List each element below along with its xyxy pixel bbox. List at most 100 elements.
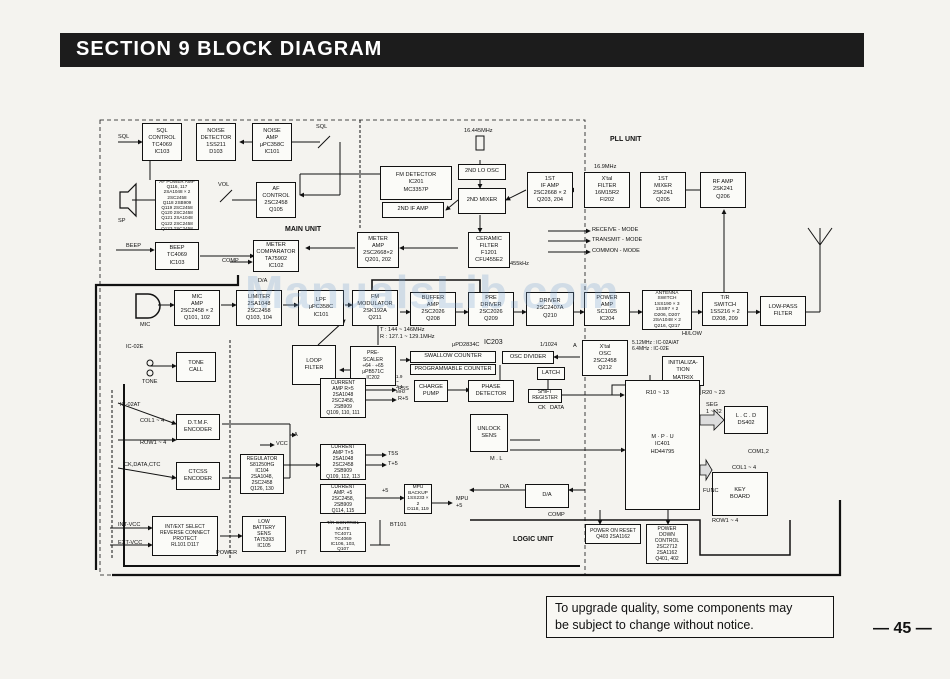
- da-label: D/A: [258, 278, 268, 284]
- freq-455-label: 455kHz: [510, 261, 529, 267]
- ext-vcc-label: EXT-VCC: [118, 540, 143, 546]
- section-title: SECTION 9 BLOCK DIAGRAM: [76, 38, 383, 60]
- beep-label: BEEP: [126, 243, 141, 249]
- sql-pot-label: SQL: [316, 124, 328, 130]
- ml-label: M . L: [490, 456, 503, 462]
- modulator-block: FM MODULATOR 2SK192A Q211: [352, 290, 398, 326]
- programmable-counter-block: PROGRAMMABLE COUNTER: [410, 364, 496, 375]
- current-amp-tx-block: CURRENT AMP T×5 2SA1048 2SC2458 2SB909 Q…: [320, 444, 366, 480]
- col-label: COL1 ~ 4: [140, 418, 165, 424]
- regulator-block: REGULATOR S81250HG IC104 2SA1048, 2SC245…: [240, 454, 284, 494]
- pre-driver-block: PRE DRIVER 2SC2026 Q209: [468, 292, 514, 326]
- mic-label: MIC: [140, 322, 151, 328]
- af-control-block: AF CONTROL 2SC2458 Q105: [256, 182, 296, 218]
- a-label: A: [294, 432, 298, 438]
- ceramic-filter-block: CERAMIC FILTER F1201 CFU455E2: [468, 232, 510, 268]
- second-mixer-block: 2ND MIXER: [458, 188, 506, 214]
- key-board-block: KEY BOARD: [712, 472, 768, 516]
- second-if-amp-block: 2ND IF AMP: [382, 202, 444, 218]
- meter-amp-block: METER AMP 2SC2668×2 Q201, 202: [357, 232, 399, 268]
- tone-label: TONE: [142, 379, 158, 385]
- vco-buffer-block: BUFFER AMP 2SC2026 Q208: [410, 292, 456, 326]
- first-if-amp-block: 1ST IF AMP 2SC2668 × 2 Q203, 204: [527, 172, 573, 208]
- mpu5-label: MPU +5: [456, 496, 469, 509]
- div-range-label: 1.9 ~ 2.4 MHz: [396, 374, 406, 394]
- power-switch-label: POWER: [216, 550, 238, 556]
- seg-label: SEG 1 ~ 32: [706, 402, 722, 415]
- pll-unit-title: PLL UNIT: [610, 136, 642, 143]
- first-mixer-block: 1ST MIXER 2SK241 Q205: [640, 172, 686, 208]
- col-kb-label: COL1 ~ 4: [732, 465, 757, 471]
- rx-mode-label: RECEIVE - MODE: [592, 227, 639, 233]
- row-label: ROW1 ~ 4: [140, 440, 167, 446]
- power-down-control-block: POWER DOWN CONTROL 2SC2712 2SA1162 Q401,…: [646, 524, 688, 564]
- low-battery-sens-block: LOW BATTERY SENS TA75393 IC105: [242, 516, 286, 552]
- section-header-bar: SECTION 9 BLOCK DIAGRAM: [60, 33, 864, 67]
- xtal-16-label: 16.445MHz: [464, 128, 493, 134]
- r10-13-label: R10 ~ 13: [646, 390, 669, 396]
- row-kb-label: ROW1 ~ 4: [712, 518, 739, 524]
- t5s-label: T5S: [388, 451, 399, 457]
- da-block: D/A: [525, 484, 569, 508]
- ic02e-label: IC-02E: [126, 344, 144, 350]
- ck-data-ctc-label: CK,DATA,CTC: [124, 462, 161, 468]
- main-unit-title: MAIN UNIT: [285, 226, 322, 233]
- af-power-amp-block: AF POWER AMP Q116, 117 2SA1048 × 2 2SC24…: [155, 179, 199, 231]
- xtal-freqs-label: 5.12MHz : IC-02A/AT 6.4MHz : IC-02E: [632, 340, 680, 352]
- tr-control-mute-block: T/R CONTROL MUTE TC4071 TC4069 IC106, 10…: [320, 521, 366, 552]
- sql-label: SQL: [118, 134, 130, 140]
- current-amp-rx-block: CURRENT AMP R×5 2SA1048 2SC2458, 2SB909 …: [320, 378, 366, 418]
- freq-tx-label: T : 144 ~ 146MHz: [380, 327, 425, 333]
- mpu-backup-block: MPU BACKUP 1SS233 × 2 D118, 119: [404, 484, 432, 514]
- driver-block: DRIVER 2SC2407A Q210: [526, 292, 574, 326]
- tr-switch-block: T/R SWITCH 1SS216 × 2 D208, 209: [702, 292, 748, 326]
- r20-23-label: R20 ~ 23: [702, 390, 725, 396]
- ctcss-encoder-block: CTCSS ENCODER: [176, 462, 220, 490]
- int-ext-select-block: INT/EXT SELECT REVERSE CONNECT PROTECT R…: [152, 516, 218, 556]
- noise-detector-block: NOISE DETECTOR 1SS211 D103: [196, 123, 236, 161]
- sql-control-block: SQL CONTROL TC4069 IC103: [142, 123, 182, 161]
- rf-amp-block: RF AMP 2SK241 Q206: [700, 172, 746, 208]
- com12-label: COM1,2: [748, 449, 769, 455]
- a-pll-label: A: [573, 343, 577, 349]
- tone-call-block: TONE CALL: [176, 352, 216, 382]
- hi-low-label: HI/LOW: [682, 331, 702, 337]
- logic-unit-title: LOGIC UNIT: [513, 536, 554, 543]
- r5s-label: R5S: [398, 386, 409, 392]
- da-logic-label: D/A: [500, 484, 510, 490]
- bt101-label: BT101: [390, 522, 407, 528]
- comp-label: COMP: [222, 258, 239, 264]
- phase-detector-block: PHASE DETECTOR: [468, 380, 514, 402]
- r5-label: R+5: [398, 396, 409, 402]
- vol-label: VOL: [218, 182, 230, 188]
- shift-register-block: SHIFT REGISTER: [528, 389, 562, 403]
- div-1024-label: 1/1024: [540, 342, 558, 348]
- meter-comparator-block: METER COMPARATOR TA75902 IC102: [253, 240, 299, 272]
- lpf-block: LPF μPC358C IC101: [298, 290, 344, 326]
- ic203-label: IC203: [484, 339, 503, 346]
- sp-label: SP: [118, 218, 126, 224]
- charge-pump-block: CHARGE PUMP: [414, 380, 448, 402]
- upd2834c-label: μPD2834C: [452, 342, 480, 348]
- mpu-block: M · P · U IC401 HD44795: [625, 380, 700, 510]
- latch-block: LATCH: [537, 367, 565, 380]
- freq-16-9-label: 16.9MHz: [594, 164, 617, 170]
- vcc-label: VCC: [276, 441, 288, 447]
- data-label: DATA: [550, 405, 565, 411]
- lcd-block: L . C . D DS402: [724, 406, 768, 434]
- fm-detector-block: FM DETECTOR IC201 MC3357P: [380, 166, 452, 200]
- comp-logic-label: COMP: [548, 512, 565, 518]
- t5-label: T+5: [388, 461, 398, 467]
- ck-label: CK: [538, 405, 546, 411]
- beep-block: BEEP TC4069 IC103: [155, 242, 199, 270]
- freq-rx-label: R : 127.1 ~ 129.1MHz: [380, 334, 435, 340]
- dtmf-encoder-block: D.T.M.F. ENCODER: [176, 414, 220, 440]
- antenna-switch-block: ANTENNA SWITCH 1SS190 × 3 1SS97 × 2 D206…: [642, 290, 692, 330]
- xtal-osc-block: X'tal OSC 2SC2458 Q212: [582, 340, 628, 376]
- limiter-block: LIMITER 2SA1048 2SC2458 Q103, 104: [236, 290, 282, 326]
- current-amp-5-block: CURRENT AMP. +5 2SC2458, 2SB909 Q114, 11…: [320, 484, 366, 514]
- upgrade-notice: To upgrade quality, some components may …: [546, 596, 834, 638]
- plus5-label: +5: [382, 488, 389, 494]
- unlock-sens-block: UNLOCK SENS: [470, 414, 508, 452]
